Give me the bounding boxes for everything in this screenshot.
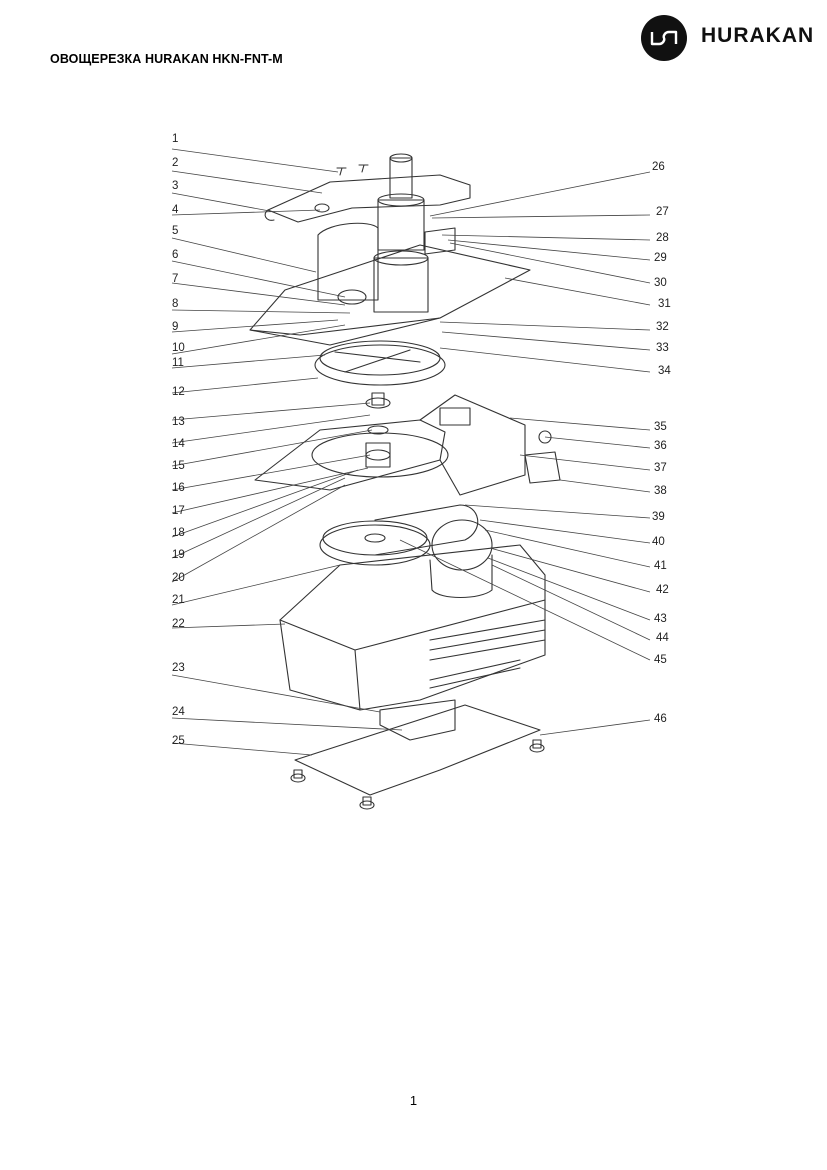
callout-45: 45 [654, 654, 667, 666]
callout-5: 5 [172, 225, 178, 237]
callout-19: 19 [172, 549, 185, 561]
callout-37: 37 [654, 462, 667, 474]
callout-39: 39 [652, 511, 665, 523]
callout-41: 41 [654, 560, 667, 572]
callout-44: 44 [656, 632, 669, 644]
callout-43: 43 [654, 613, 667, 625]
callout-21: 21 [172, 594, 185, 606]
callout-18: 18 [172, 527, 185, 539]
callout-27: 27 [656, 206, 669, 218]
callout-26: 26 [652, 161, 665, 173]
callout-16: 16 [172, 482, 185, 494]
callout-14: 14 [172, 438, 185, 450]
callout-29: 29 [654, 252, 667, 264]
callout-35: 35 [654, 421, 667, 433]
document-title: ОВОЩЕРЕЗКА HURAKAN HKN-FNT-M [50, 52, 283, 66]
callout-25: 25 [172, 735, 185, 747]
callout-17: 17 [172, 505, 185, 517]
callout-36: 36 [654, 440, 667, 452]
callout-10: 10 [172, 342, 185, 354]
callout-33: 33 [656, 342, 669, 354]
logo-wordmark: HURAKAN [701, 24, 815, 47]
callout-34: 34 [658, 365, 671, 377]
callout-20: 20 [172, 572, 185, 584]
callout-42: 42 [656, 584, 669, 596]
callout-23: 23 [172, 662, 185, 674]
callout-32: 32 [656, 321, 669, 333]
callout-31: 31 [658, 298, 671, 310]
callout-1: 1 [172, 133, 178, 145]
callout-13: 13 [172, 416, 185, 428]
callout-30: 30 [654, 277, 667, 289]
callout-28: 28 [656, 232, 669, 244]
callout-12: 12 [172, 386, 185, 398]
callout-7: 7 [172, 273, 178, 285]
callout-9: 9 [172, 321, 178, 333]
callout-15: 15 [172, 460, 185, 472]
callout-2: 2 [172, 157, 178, 169]
callout-6: 6 [172, 249, 178, 261]
callout-24: 24 [172, 706, 185, 718]
callout-4: 4 [172, 204, 179, 216]
callout-11: 11 [172, 357, 184, 369]
callout-38: 38 [654, 485, 667, 497]
callout-46: 46 [654, 713, 667, 725]
callout-3: 3 [172, 180, 178, 192]
callout-40: 40 [652, 536, 665, 548]
callout-22: 22 [172, 618, 185, 630]
hurakan-logo: HURAKAN [641, 15, 821, 63]
page-number: 1 [409, 1093, 418, 1108]
logo-mark-icon [641, 15, 687, 61]
callout-8: 8 [172, 298, 178, 310]
